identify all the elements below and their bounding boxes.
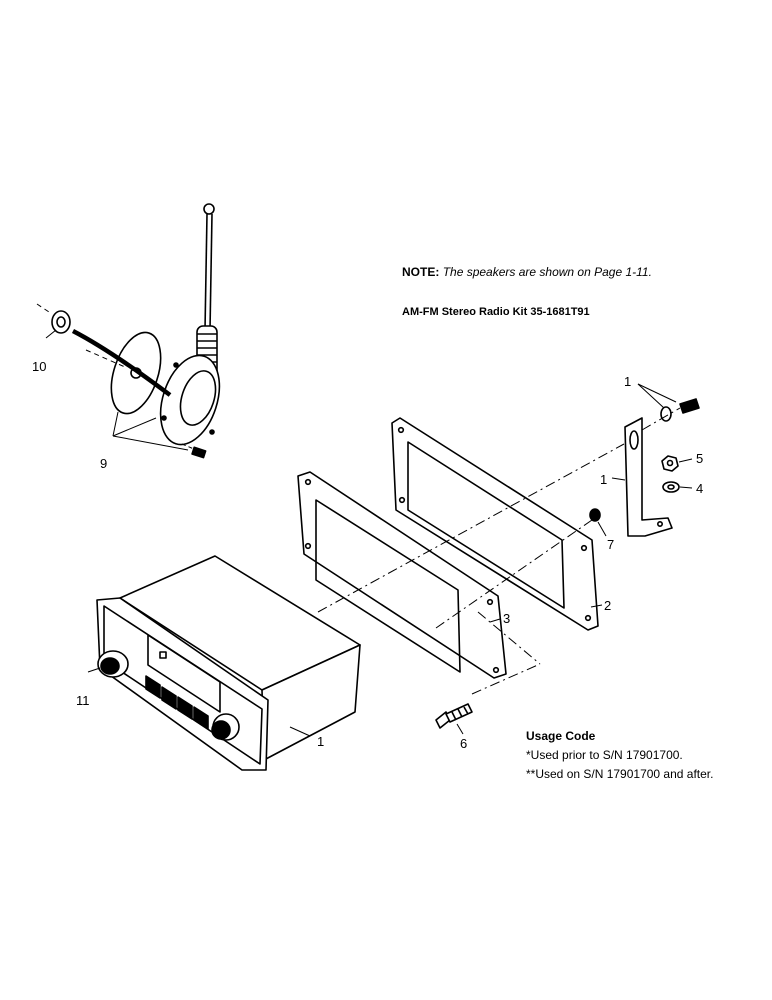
callout-1-radio: 1 (317, 734, 324, 749)
radio-dial-window (147, 634, 221, 713)
mounting-plate (391, 417, 599, 631)
support-bracket (624, 417, 673, 537)
callout-10: 10 (32, 359, 46, 374)
callout-7: 7 (607, 537, 614, 552)
antenna-screw (181, 443, 207, 459)
cable-grommet (51, 310, 71, 334)
small-nut (589, 508, 601, 522)
antenna-mount-flange (159, 354, 221, 446)
callout-labels: 10 9 11 1 1 1 5 4 7 2 3 6 (32, 359, 703, 751)
radio-unit (96, 555, 361, 771)
callout-1-bolt: 1 (624, 374, 631, 389)
antenna-mount-cup (179, 370, 217, 426)
hex-bolt (435, 703, 473, 729)
callout-2: 2 (604, 598, 611, 613)
usage-line-2: **Used on S/N 17901700 and after. (526, 767, 714, 781)
radio-knob-left (97, 650, 129, 678)
note-text: NOTE: The speakers are shown on Page 1-1… (402, 265, 652, 279)
callout-4: 4 (696, 481, 703, 496)
callout-9: 9 (100, 456, 107, 471)
note-label: NOTE: (402, 265, 440, 279)
radio-knob-right (211, 713, 240, 741)
kit-title: AM-FM Stereo Radio Kit 35-1681T91 (402, 306, 590, 318)
usage-code-title: Usage Code (526, 729, 596, 743)
lock-washer (662, 481, 680, 493)
callout-11: 11 (76, 693, 90, 708)
radio-preset-buttons (145, 675, 209, 730)
antenna-assembly (36, 203, 221, 459)
assembly-lines (317, 407, 681, 695)
trim-plate (297, 471, 507, 679)
usage-code-block: Usage Code *Used prior to S/N 17901700. … (526, 727, 713, 784)
antenna-cable (71, 329, 172, 397)
callout-1-bracket: 1 (600, 472, 607, 487)
leader-lines (45, 329, 693, 737)
callout-6: 6 (460, 736, 467, 751)
callout-3: 3 (503, 611, 510, 626)
antenna-tip (203, 203, 215, 215)
usage-line-1: *Used prior to S/N 17901700. (526, 748, 683, 762)
callout-5: 5 (696, 451, 703, 466)
nut (661, 455, 679, 472)
note-body: The speakers are shown on Page 1-11. (442, 265, 652, 279)
washer-bolt (660, 398, 700, 422)
